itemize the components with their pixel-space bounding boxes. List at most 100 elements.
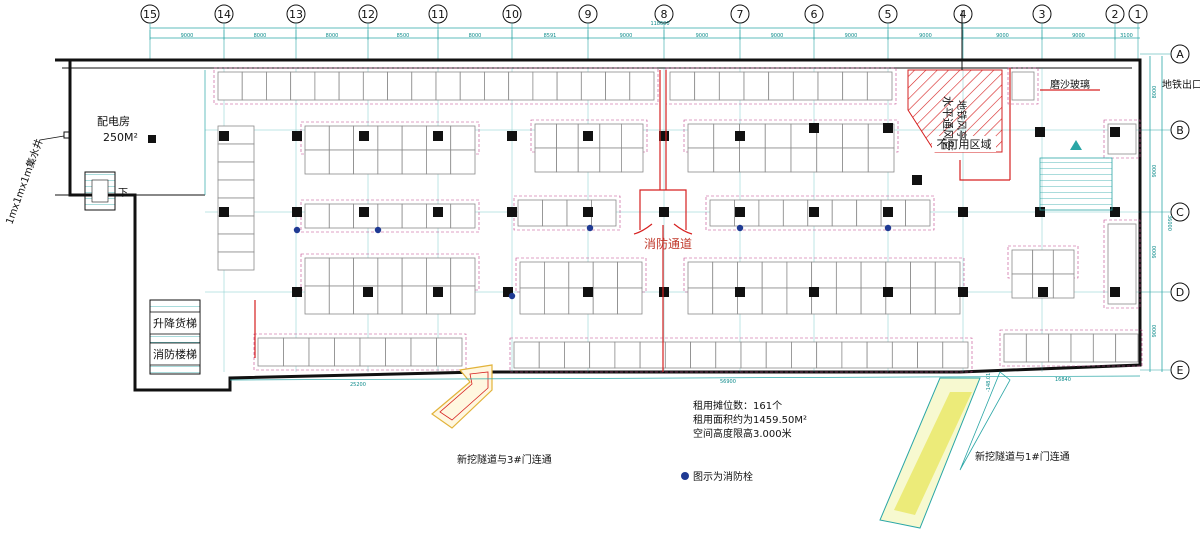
- stall: [304, 257, 330, 287]
- fire-passage-route: [254, 68, 1100, 372]
- stall: [401, 257, 427, 287]
- axis-marker-2: 2: [1105, 4, 1125, 60]
- stall: [591, 199, 617, 227]
- stall-row: [300, 199, 480, 233]
- stall: [314, 71, 340, 101]
- hydrant-icon: [374, 226, 382, 234]
- stall: [842, 71, 868, 101]
- column: [659, 131, 669, 141]
- top-dim-seg: 9000: [919, 33, 932, 39]
- hydrant-icon: [736, 224, 744, 232]
- top-dim-seg: 9000: [996, 33, 1009, 39]
- stall: [1115, 333, 1139, 363]
- column: [507, 131, 517, 141]
- stall: [401, 125, 427, 151]
- stall: [266, 71, 292, 101]
- axis-label-7: 7: [737, 8, 744, 21]
- stall: [435, 71, 461, 101]
- axis-label-5: 5: [885, 8, 892, 21]
- stall: [241, 71, 267, 101]
- stall: [426, 149, 452, 175]
- right-dim-seg: 9000: [1152, 325, 1158, 338]
- stair-down-label: 下: [118, 188, 128, 199]
- stall: [817, 71, 844, 101]
- top-dim-seg: 8591: [544, 33, 557, 39]
- axis-marker-7: 7: [730, 4, 750, 60]
- axis-label-12: 12: [361, 8, 375, 21]
- column: [583, 287, 593, 297]
- stall: [621, 123, 644, 149]
- column: [1038, 287, 1048, 297]
- stall: [639, 341, 666, 369]
- stall: [718, 71, 745, 101]
- stall: [556, 147, 579, 173]
- stall-row: [687, 147, 895, 173]
- stall: [217, 71, 243, 101]
- axis-label-4: 4: [960, 8, 967, 21]
- column: [507, 207, 517, 217]
- power-room: 配电房 250M²: [55, 70, 206, 196]
- column: [433, 131, 443, 141]
- stall: [217, 161, 255, 181]
- stall: [599, 123, 622, 149]
- bottom-dim-1: 25200: [350, 382, 366, 388]
- structural-columns: [219, 123, 1120, 297]
- column: [363, 287, 373, 297]
- stall: [860, 261, 887, 289]
- stall: [629, 71, 655, 101]
- axis-marker-10: 10: [502, 4, 522, 60]
- axis-label-C: C: [1176, 206, 1184, 219]
- stall: [690, 341, 717, 369]
- stall: [450, 285, 476, 315]
- column: [883, 287, 893, 297]
- axis-marker-14: 14: [214, 4, 234, 60]
- axis-label-11: 11: [431, 8, 445, 21]
- axis-marker-3: 3: [1032, 4, 1052, 60]
- column: [735, 207, 745, 217]
- stall: [589, 341, 616, 369]
- stall: [786, 287, 813, 315]
- stall: [885, 261, 911, 289]
- stall: [217, 143, 255, 163]
- stall: [860, 287, 887, 315]
- frosted-glass-label: 磨沙玻璃: [1050, 78, 1090, 91]
- freight-lift-label: 升降货梯: [153, 316, 197, 330]
- stall: [580, 71, 606, 101]
- top-dim-seg: 9000: [696, 33, 709, 39]
- stall: [338, 71, 364, 101]
- stall: [765, 341, 792, 369]
- column: [958, 287, 968, 297]
- stall: [328, 257, 354, 287]
- axis-marker-13: 13: [286, 4, 306, 60]
- hydrant-icon: [884, 224, 892, 232]
- stall: [450, 203, 476, 229]
- right-tunnel: 新挖隧道与1#门连通 -148.01: [879, 371, 1070, 529]
- stall: [334, 337, 361, 367]
- axis-label-3: 3: [1039, 8, 1046, 21]
- stall: [737, 261, 763, 289]
- top-dim-seg: 3100: [1120, 33, 1133, 39]
- drain-well: 1mx1mx1m集水井: [3, 131, 71, 226]
- stall: [377, 203, 403, 229]
- hydrant-icon: [681, 472, 689, 480]
- stall: [1052, 249, 1075, 275]
- lift-stair-block: 升降货梯 消防楼梯: [149, 299, 201, 375]
- stall: [217, 215, 255, 235]
- top-dim-seg: 9000: [620, 33, 633, 39]
- axis-label-1: 1: [1135, 8, 1142, 21]
- stall: [534, 147, 558, 173]
- axis-marker-15: 15: [140, 4, 160, 60]
- stall: [842, 147, 869, 173]
- axis-label-15: 15: [143, 8, 157, 21]
- top-dim-seg: 8000: [469, 33, 482, 39]
- hydrant-icon: [586, 224, 594, 232]
- stall: [592, 261, 619, 289]
- stall: [835, 261, 862, 289]
- stall: [577, 147, 601, 173]
- stall: [934, 261, 961, 289]
- top-total-dimension: 118600: [650, 21, 669, 27]
- stall-row: [705, 195, 935, 231]
- stall: [739, 147, 766, 173]
